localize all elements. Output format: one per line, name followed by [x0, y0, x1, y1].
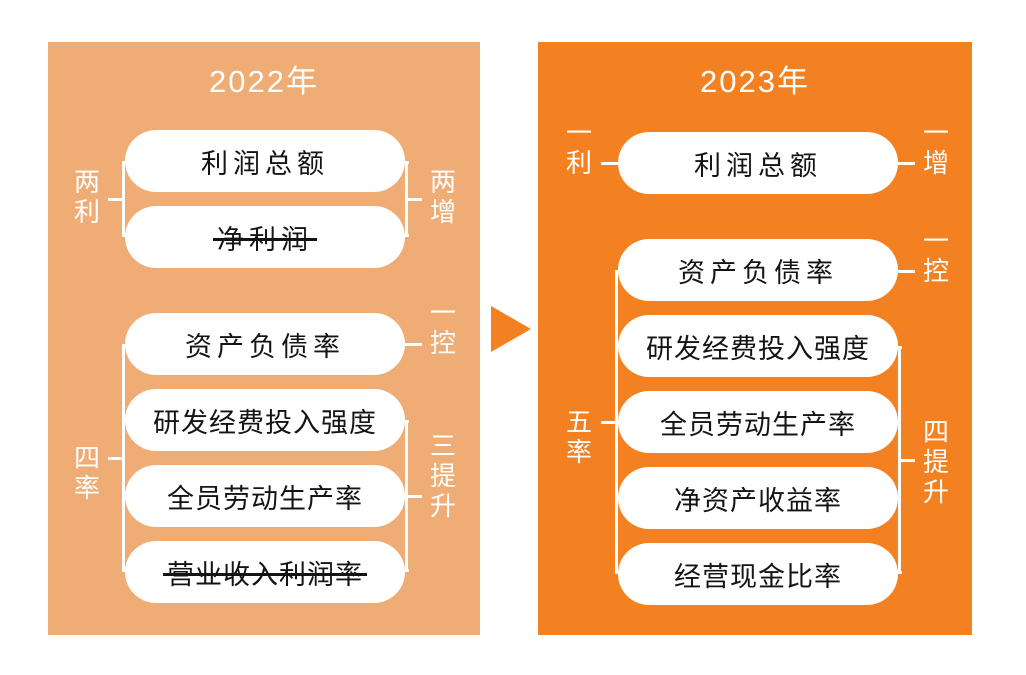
group-label-2023-right-yizeng: 一增 [922, 118, 949, 178]
box-2022-debt-ratio: 资产负债率 [125, 313, 405, 375]
box-2023-roe: 净资产收益率 [618, 467, 898, 529]
group-label-2022-right-yikong: 一控 [429, 298, 456, 358]
group-label-2023-left-wulv: 五率 [565, 407, 592, 467]
box-label: 利润总额 [694, 150, 822, 181]
box-2023-profit-total: 利润总额 [618, 132, 898, 194]
bracket-2023-left-wulv [601, 270, 619, 574]
box-label-struck: 净利润 [213, 218, 317, 257]
box-label: 资产负债率 [678, 257, 838, 288]
bracket-2023-right-sitisheng [898, 346, 915, 574]
box-label: 研发经费投入强度 [153, 407, 377, 438]
group-label-2023-right-sitisheng: 四提升 [922, 417, 949, 507]
box-2023-debt-ratio: 资产负债率 [618, 239, 898, 301]
group-label-2022-left-silv: 四率 [73, 443, 100, 503]
box-label-struck: 营业收入利润率 [163, 553, 367, 592]
panel-2022-title: 2022年 [209, 64, 319, 99]
box-2023-operating-cash-ratio: 经营现金比率 [618, 543, 898, 605]
box-label: 全员劳动生产率 [167, 483, 363, 514]
box-2022-profit-total: 利润总额 [125, 130, 405, 192]
connector-2023-left-yili [601, 162, 618, 165]
bracket-2022-left-liangli [108, 161, 126, 237]
box-label: 研发经费投入强度 [646, 333, 870, 364]
group-label-2022-left-liangli: 两利 [73, 167, 100, 227]
box-2022-revenue-margin: 营业收入利润率 [125, 541, 405, 603]
box-2022-rd-intensity: 研发经费投入强度 [125, 389, 405, 451]
box-label: 经营现金比率 [674, 561, 842, 592]
group-label-2022-right-liangzeng: 两增 [429, 167, 456, 227]
box-label: 全员劳动生产率 [660, 409, 856, 440]
connector-2023-right-yikong [898, 270, 915, 273]
bracket-2022-right-santisheng [405, 420, 422, 572]
connector-2022-right-yikong [405, 343, 422, 346]
bracket-2022-left-silv [108, 344, 126, 572]
box-2023-rd-intensity: 研发经费投入强度 [618, 315, 898, 377]
box-label: 利润总额 [201, 148, 329, 179]
box-label: 净资产收益率 [674, 485, 842, 516]
panel-2022: 2022年 利润总额 净利润 资产负债率 研发经费投入强度 全员劳动生产率 营业… [48, 42, 480, 635]
box-2022-labor-productivity: 全员劳动生产率 [125, 465, 405, 527]
group-label-2023-left-yili: 一利 [565, 118, 592, 178]
panel-2023-title: 2023年 [700, 64, 810, 99]
box-2023-labor-productivity: 全员劳动生产率 [618, 391, 898, 453]
panel-2023: 2023年 利润总额 资产负债率 研发经费投入强度 全员劳动生产率 净资产收益率… [538, 42, 972, 635]
box-label: 资产负债率 [185, 331, 345, 362]
box-2022-net-profit: 净利润 [125, 206, 405, 268]
group-label-2023-right-yikong: 一控 [922, 226, 949, 286]
group-label-2022-right-santisheng: 三提升 [429, 431, 456, 521]
connector-2023-right-yizeng [898, 162, 915, 165]
right-triangle-arrow-icon [491, 306, 531, 352]
bracket-2022-right-liangzeng [405, 161, 422, 237]
